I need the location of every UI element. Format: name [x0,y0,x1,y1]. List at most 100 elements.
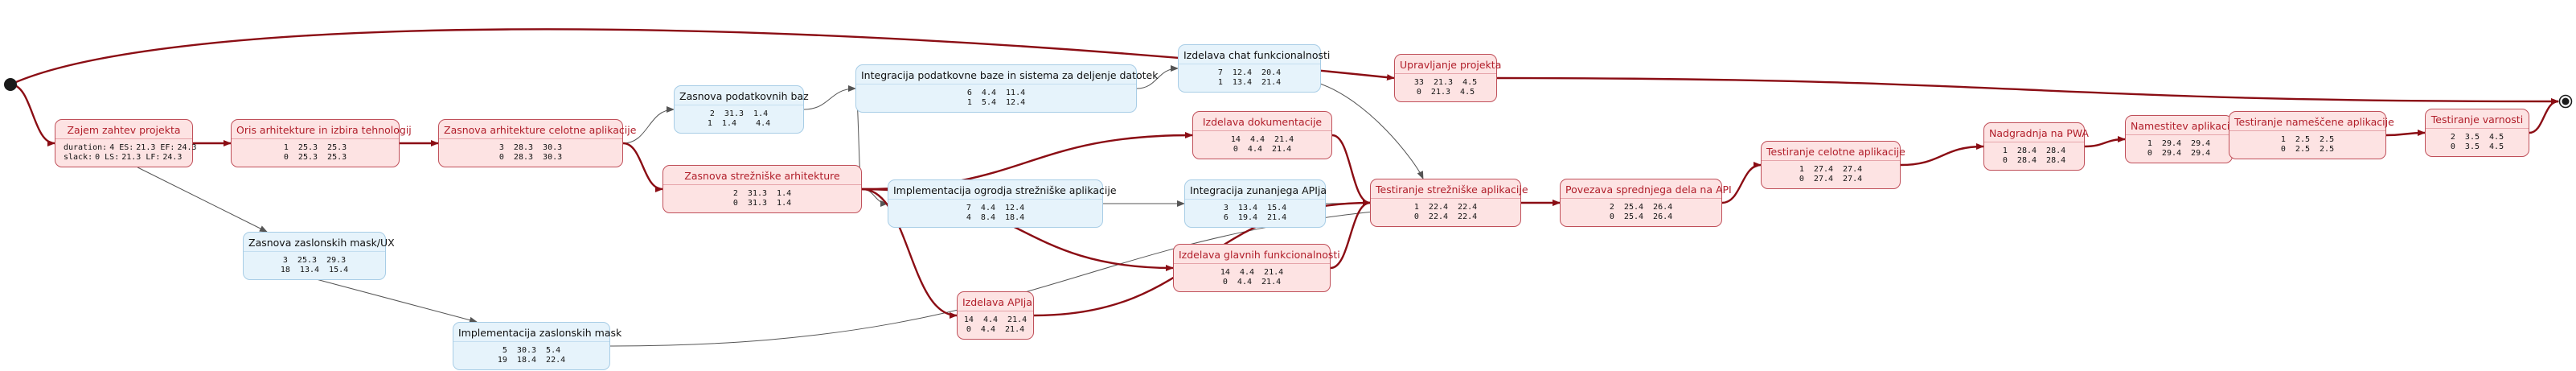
task-values-row2: 0 28.3 30.3 [498,153,563,162]
task-values-row1: 3 25.3 29.3 [282,256,347,265]
edge-zaspb-to-intpb [803,85,856,110]
task-values-row2: 0 31.3 1.4 [732,199,792,208]
task-title: Povezava sprednjega dela na API [1561,179,1732,199]
task-values-row2: 4 8.4 18.4 [966,213,1025,222]
task-title: Integracija podatkovne baze in sistema z… [856,65,1158,85]
task-values-row1: 2 25.4 26.4 [1609,203,1673,212]
task-node-testnam: Testiranje nameščene aplikacije 1 2.5 2.5… [2229,111,2394,159]
edge-intpb-to-chat [1136,65,1179,89]
task-title: Integracija zunanjega APIja [1185,180,1327,200]
task-values-row2: 0 21.3 4.5 [1416,88,1475,97]
task-values-row1: 2 31.3 1.4 [709,109,769,118]
legend-slack-label: slack: [64,153,93,162]
task-title: Nadgradnja na PWA [1984,123,2089,142]
task-title: Testiranje nameščene aplikacije [2229,112,2394,131]
legend-ls: 21.3 [121,153,142,162]
task-title: Namestitev aplikacije [2126,116,2238,135]
task-values-row1: 1 27.4 27.4 [1799,165,1863,174]
edge-zasstr-to-api [861,188,958,319]
task-values-row1: 3 28.3 30.3 [498,143,563,152]
task-values-row2: 19 18.4 22.4 [497,356,566,365]
task-values-row1: 14 4.4 21.4 [1230,135,1294,144]
task-values-row1: 2 3.5 4.5 [2450,133,2504,142]
task-values-row2: 0 28.4 28.4 [2002,156,2066,165]
task-title: Izdelava chat funkcionalnosti [1179,45,1330,64]
edge-zasarh-to-zasstr [622,142,663,192]
task-values-row2: 1 1.4 4.4 [707,119,771,128]
task-title: Testiranje celotne aplikacije [1762,142,1905,161]
task-values-row1: 6 4.4 11.4 [966,89,1026,97]
legend-ef-label: EF: [160,143,175,152]
task-title: Implementacija zaslonskih mask [453,323,621,342]
task-values-row2: 0 27.4 27.4 [1799,175,1863,183]
task-values-row1: 14 4.4 21.4 [963,315,1028,324]
task-values-row1: 1 2.5 2.5 [2280,135,2335,144]
task-values-row1: 5 30.3 5.4 [502,346,561,355]
edge-start-to-upr [10,28,1395,86]
task-title: Testiranje strežniške aplikacije [1371,179,1528,199]
legend-ls-label: LS: [105,153,120,162]
edge-zasmask-to-impmask [306,276,478,324]
task-values-row2: 6 19.4 21.4 [1223,213,1287,222]
task-title: Zasnova arhitekture celotne aplikacije [439,120,636,139]
edge-pwa-to-namest [2084,136,2126,148]
edge-start-to-zajem [10,83,55,146]
task-values-row1: 14 4.4 21.4 [1220,268,1284,277]
task-values-row1: 1 29.4 29.4 [2147,139,2211,148]
edge-upr-to-end [1496,76,2559,105]
task-values-row1: 7 12.4 20.4 [1217,68,1282,77]
task-title: Upravljanje projekta [1395,55,1501,74]
edge-povez-to-testcel [1721,162,1762,204]
end-node [2558,94,2573,109]
task-values-row1: 3 13.4 15.4 [1223,204,1287,212]
legend-lf: 24.3 [162,153,183,162]
edge-zajem-to-zasmask [137,167,268,233]
edge-chat-to-teststr [1312,80,1424,179]
task-values-row2: 0 4.4 21.4 [966,325,1025,334]
task-title: Zajem zahtev projekta [55,120,192,139]
task-values-row1: 1 22.4 22.4 [1413,203,1478,212]
task-values-row1: 1 28.4 28.4 [2002,146,2066,155]
task-title: Oris arhitekture in izbira tehnologij [232,120,412,139]
task-values-row1: 2 31.3 1.4 [732,189,792,198]
legend-es: 21.3 [136,143,156,152]
task-title: Implementacija ogrodja strežniške aplika… [888,180,1117,200]
task-title: Izdelava dokumentacije [1193,112,1331,131]
task-values-row2: 0 4.4 21.4 [1222,278,1282,286]
task-title: Izdelava APIja [958,292,1033,311]
edge-testvar-to-end [2529,98,2559,134]
legend-duration-label: duration: [64,143,108,152]
edge-dok-to-teststr [1331,134,1371,206]
task-values-row2: 0 2.5 2.5 [2280,145,2335,154]
task-node-testcel: Testiranje celotne aplikacije 1 27.4 27.4… [1761,141,1905,189]
task-node-intpb: Integracija podatkovne baze in sistema z… [855,64,1158,113]
task-values-row2: 1 5.4 12.4 [966,98,1026,107]
task-values-row1: 33 21.3 4.5 [1413,78,1478,87]
legend-slack: 0 [95,153,100,162]
legend-lf-label: LF: [146,153,161,162]
